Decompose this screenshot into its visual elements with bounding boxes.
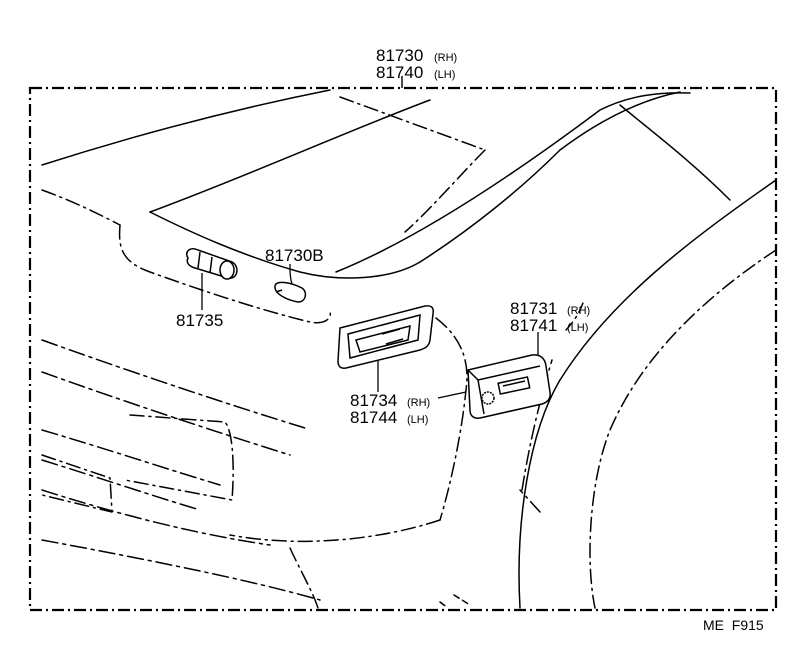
assembly-label: 81730 (RH) 81740 (LH) (376, 46, 457, 82)
gasket-top-side: (RH) (407, 397, 430, 409)
gasket-label: 81734 (RH) 81744 (LH) (350, 391, 430, 427)
lens-bottom-part: 81741 (510, 316, 557, 335)
bulb-label: 81730B (265, 246, 324, 265)
gasket-bottom-side: (LH) (407, 414, 428, 426)
gasket-lens-leader (437, 391, 467, 399)
lens-part (467, 354, 551, 419)
car-body-outline (41, 89, 777, 609)
lens-top-part: 81731 (510, 299, 557, 318)
socket-label: 81735 (176, 311, 223, 330)
assembly-top-part: 81730 (376, 46, 423, 65)
gasket-part (337, 305, 434, 369)
lens-bottom-side: (LH) (567, 322, 588, 334)
bulb-leader (289, 263, 293, 285)
socket-part (186, 247, 238, 280)
assembly-frame (28, 86, 778, 612)
lens-top-side: (RH) (567, 305, 590, 317)
assembly-bottom-part: 81740 (376, 63, 423, 82)
bulb-part (274, 281, 307, 303)
assembly-top-side: (RH) (434, 52, 457, 64)
gasket-top-part: 81734 (350, 391, 397, 410)
gasket-bottom-part: 81744 (350, 408, 397, 427)
assembly-bottom-side: (LH) (434, 69, 455, 81)
lens-label: 81731 (RH) 81741 (LH) (510, 299, 590, 335)
figure-code: ME F915 (703, 617, 764, 633)
